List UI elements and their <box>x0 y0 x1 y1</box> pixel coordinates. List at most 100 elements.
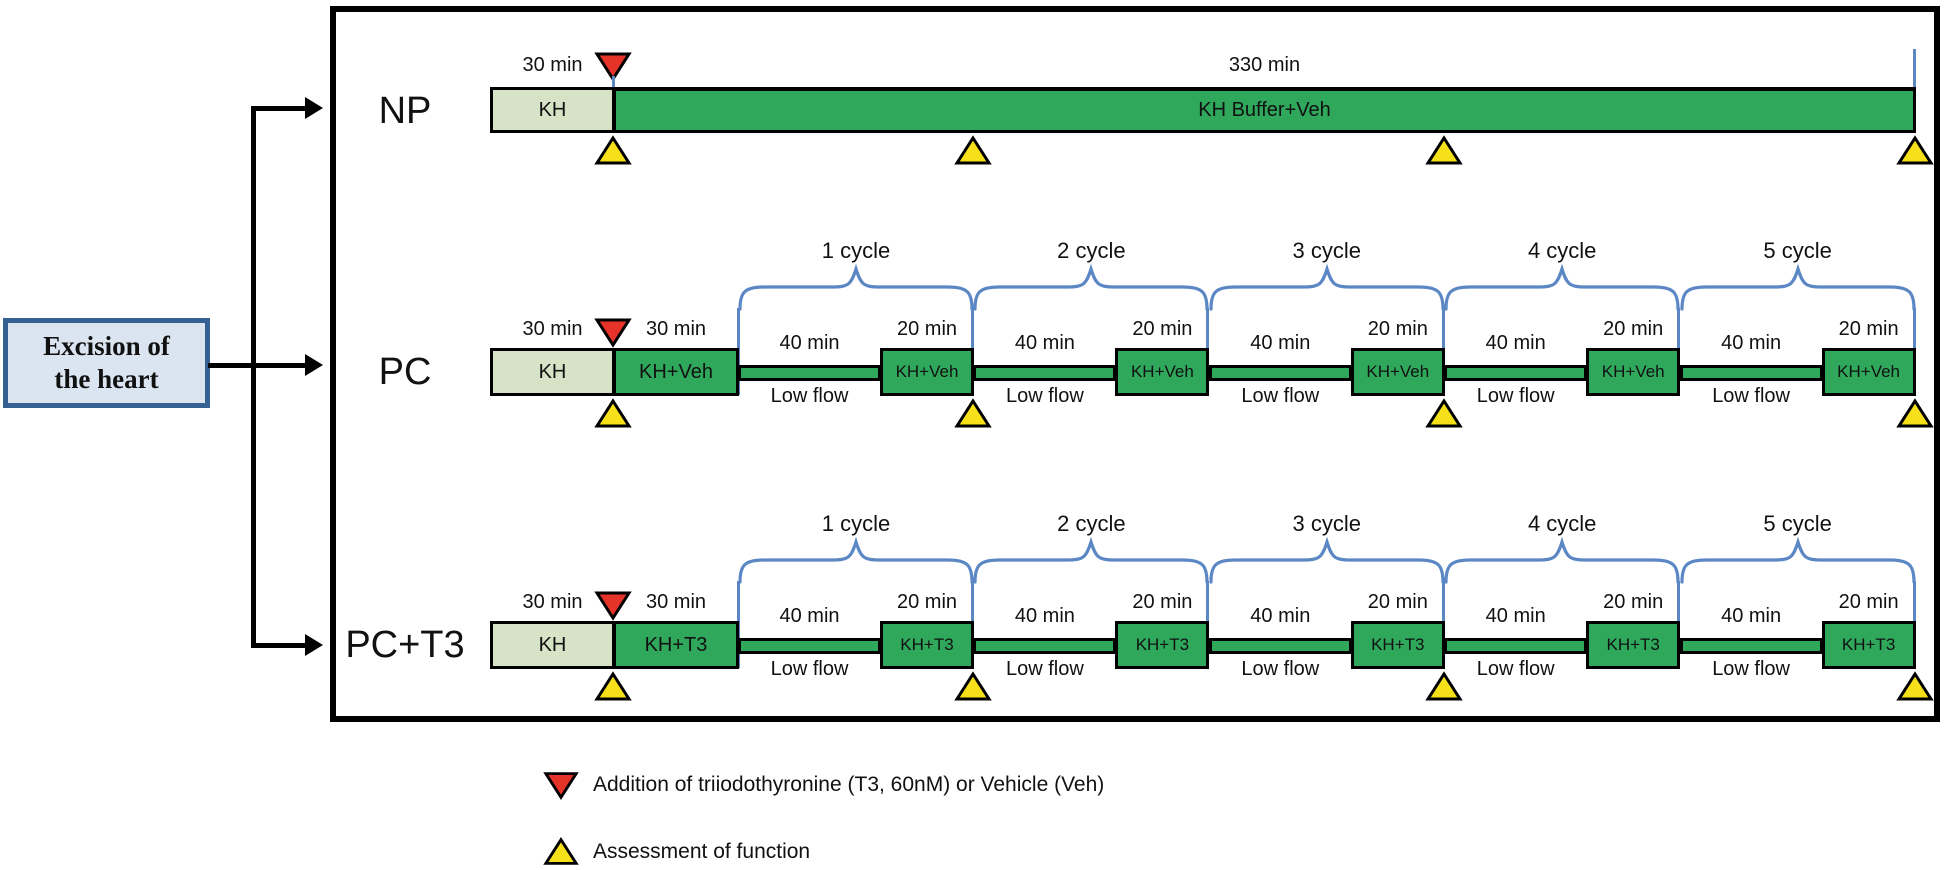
low-flow-bar <box>738 638 881 654</box>
pc-reperfusion-box: KH+Veh <box>1115 348 1210 396</box>
low-flow-duration: 40 min <box>1485 605 1546 627</box>
arrowhead-pct3-icon <box>305 634 323 656</box>
low-flow-label: Low flow <box>1241 658 1320 680</box>
low-flow-duration: 40 min <box>1014 332 1075 354</box>
pc-stabilization-duration: 30 min <box>645 318 707 340</box>
pct3-row-label: PC+T3 <box>345 624 465 666</box>
cycle-4-label: 4 cycle <box>1527 238 1597 263</box>
connector-pc-line <box>208 363 307 368</box>
pc-reperfusion-box: KH+Veh <box>1586 348 1681 396</box>
low-flow-bar <box>1208 638 1352 654</box>
cycle-brace-icon <box>1209 540 1445 584</box>
cycle-brace-icon <box>738 267 974 311</box>
np-kh-duration: 30 min <box>522 54 583 76</box>
reperfusion-duration: 20 min <box>1132 318 1193 340</box>
legend-t3-addition-text: Addition of triiodothyronine (T3, 60nM) … <box>593 773 1105 796</box>
reperfusion-duration: 20 min <box>1838 591 1899 613</box>
pct3-reperfusion-box: KH+T3 <box>1115 621 1210 669</box>
assessment-triangle-icon <box>1897 399 1933 428</box>
cycle-5-label: 5 cycle <box>1763 511 1832 536</box>
low-flow-bar <box>973 638 1117 654</box>
cycle-3-label: 3 cycle <box>1292 238 1362 263</box>
excision-line2: the heart <box>54 364 159 394</box>
low-flow-label: Low flow <box>1005 658 1084 680</box>
low-flow-label: Low flow <box>1476 385 1555 407</box>
low-flow-bar <box>1679 638 1823 654</box>
cycle-brace-icon <box>973 540 1209 584</box>
assessment-triangle-icon <box>1897 672 1933 701</box>
pc-kh-duration: 30 min <box>522 318 583 340</box>
excision-line1: Excision of <box>43 331 170 361</box>
np-row-label: NP <box>378 90 432 132</box>
low-flow-duration: 40 min <box>1250 332 1311 354</box>
cycle-brace-icon <box>973 267 1209 311</box>
reperfusion-duration: 20 min <box>896 318 958 340</box>
cycle-brace-icon <box>1444 267 1680 311</box>
connector-np-line <box>251 106 307 111</box>
cycle-3-label: 3 cycle <box>1292 511 1362 536</box>
assessment-triangle-icon <box>595 672 631 701</box>
legend-assessment-text: Assessment of function <box>593 840 811 863</box>
pct3-kh-box: KH <box>490 621 615 669</box>
low-flow-bar <box>973 365 1117 381</box>
assessment-triangle-icon <box>1426 136 1462 165</box>
connector-pct3-line <box>251 643 307 648</box>
low-flow-duration: 40 min <box>1485 332 1546 354</box>
assessment-triangle-icon <box>955 672 991 701</box>
assessment-triangle-icon <box>1426 672 1462 701</box>
pct3-stabilization-duration: 30 min <box>645 591 707 613</box>
low-flow-bar <box>1444 365 1588 381</box>
np-kh-box: KH <box>490 87 615 133</box>
excision-box: Excision of the heart <box>3 318 210 408</box>
pct3-kh-duration: 30 min <box>522 591 583 613</box>
low-flow-label: Low flow <box>1476 658 1555 680</box>
reperfusion-duration: 20 min <box>896 591 958 613</box>
arrowhead-np-icon <box>305 97 323 119</box>
low-flow-bar <box>1679 365 1823 381</box>
cycle-1-label: 1 cycle <box>821 511 891 536</box>
pc-stabilization-box: KH+Veh <box>613 348 739 396</box>
low-flow-duration: 40 min <box>1250 605 1311 627</box>
reperfusion-duration: 20 min <box>1603 318 1664 340</box>
pc-kh-box: KH <box>490 348 615 396</box>
pct3-reperfusion-box: KH+T3 <box>1586 621 1681 669</box>
legend-item-assessment: Assessment of function <box>543 837 810 867</box>
connector-vertical-line <box>251 106 256 648</box>
legend-item-t3-addition: Addition of triiodothyronine (T3, 60nM) … <box>543 770 1104 800</box>
arrowhead-pc-icon <box>305 354 323 376</box>
low-flow-label: Low flow <box>1712 658 1790 680</box>
cycle-4-label: 4 cycle <box>1527 511 1597 536</box>
cycle-brace-icon <box>738 540 974 584</box>
low-flow-duration: 40 min <box>779 605 840 627</box>
pc-row-label: PC <box>378 351 432 393</box>
np-mid-tick <box>612 76 615 87</box>
reperfusion-duration: 20 min <box>1603 591 1664 613</box>
cycle-2-label: 2 cycle <box>1057 238 1126 263</box>
pc-reperfusion-box: KH+Veh <box>880 348 974 396</box>
low-flow-duration: 40 min <box>1721 332 1782 354</box>
cycle-brace-icon <box>1444 540 1680 584</box>
t3-addition-triangle-icon <box>595 318 631 347</box>
assessment-triangle-icon <box>544 838 578 865</box>
pc-reperfusion-box: KH+Veh <box>1821 348 1916 396</box>
cycle-brace-icon <box>1679 267 1916 311</box>
reperfusion-duration: 20 min <box>1132 591 1193 613</box>
low-flow-label: Low flow <box>1241 385 1320 407</box>
cycle-2-label: 2 cycle <box>1057 511 1126 536</box>
reperfusion-duration: 20 min <box>1367 591 1428 613</box>
low-flow-label: Low flow <box>770 658 849 680</box>
low-flow-duration: 40 min <box>1014 605 1075 627</box>
low-flow-label: Low flow <box>1712 385 1790 407</box>
pct3-reperfusion-box: KH+T3 <box>880 621 974 669</box>
reperfusion-duration: 20 min <box>1367 318 1428 340</box>
assessment-triangle-icon <box>595 399 631 428</box>
low-flow-duration: 40 min <box>1721 605 1782 627</box>
cycle-brace-icon <box>1679 540 1916 584</box>
cycle-1-label: 1 cycle <box>821 238 891 263</box>
low-flow-bar <box>1444 638 1588 654</box>
t3-addition-triangle-icon <box>595 591 631 620</box>
cycle-brace-icon <box>1209 267 1445 311</box>
reperfusion-duration: 20 min <box>1838 318 1899 340</box>
np-perfusion-bar: KH Buffer+Veh <box>613 87 1916 133</box>
cycle-5-label: 5 cycle <box>1763 238 1832 263</box>
